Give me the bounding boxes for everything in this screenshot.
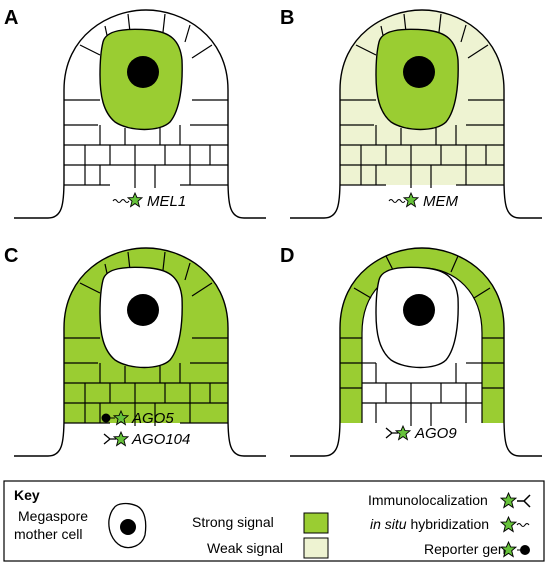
weak-signal-label: Weak signal bbox=[207, 540, 283, 556]
gene-label: AGO9 bbox=[414, 425, 457, 442]
nucleus bbox=[127, 56, 159, 88]
mmc-label-line1: Megaspore bbox=[18, 508, 88, 524]
gene-label: AGO5 bbox=[131, 410, 174, 427]
panel-b: B bbox=[280, 7, 542, 218]
in-situ-label: in situ hybridization bbox=[370, 516, 489, 532]
immunolocalization-icon bbox=[386, 426, 410, 440]
strong-signal-label: Strong signal bbox=[192, 514, 274, 530]
in-situ-probe-icon bbox=[113, 193, 142, 207]
immunolocalization-icon bbox=[104, 432, 128, 446]
mmc-key-icon bbox=[109, 504, 146, 548]
panel-letter: B bbox=[280, 7, 294, 29]
in-situ-probe-icon bbox=[389, 193, 418, 207]
key-title: Key bbox=[14, 487, 40, 503]
weak-signal-swatch bbox=[304, 538, 328, 558]
gene-label: MEL1 bbox=[147, 193, 186, 210]
nucleus bbox=[127, 294, 159, 326]
panel-letter: A bbox=[4, 7, 18, 29]
panel-d: D bbox=[280, 245, 542, 456]
reporter-gene-label: Reporter gene bbox=[424, 541, 514, 557]
strong-signal-swatch bbox=[304, 513, 328, 533]
nucleus bbox=[403, 56, 435, 88]
key-box: Key Megaspore mother cell Strong signal … bbox=[4, 481, 544, 561]
gene-label: MEM bbox=[423, 193, 459, 210]
nucleus bbox=[403, 294, 435, 326]
panel-c: C bbox=[4, 245, 266, 456]
panel-letter: C bbox=[4, 245, 18, 267]
immunolocalization-label: Immunolocalization bbox=[368, 492, 488, 508]
gene-label: AGO104 bbox=[131, 431, 190, 448]
mmc-label-line2: mother cell bbox=[14, 526, 82, 542]
panel-letter: D bbox=[280, 245, 294, 267]
panel-a: A bbox=[4, 7, 266, 218]
